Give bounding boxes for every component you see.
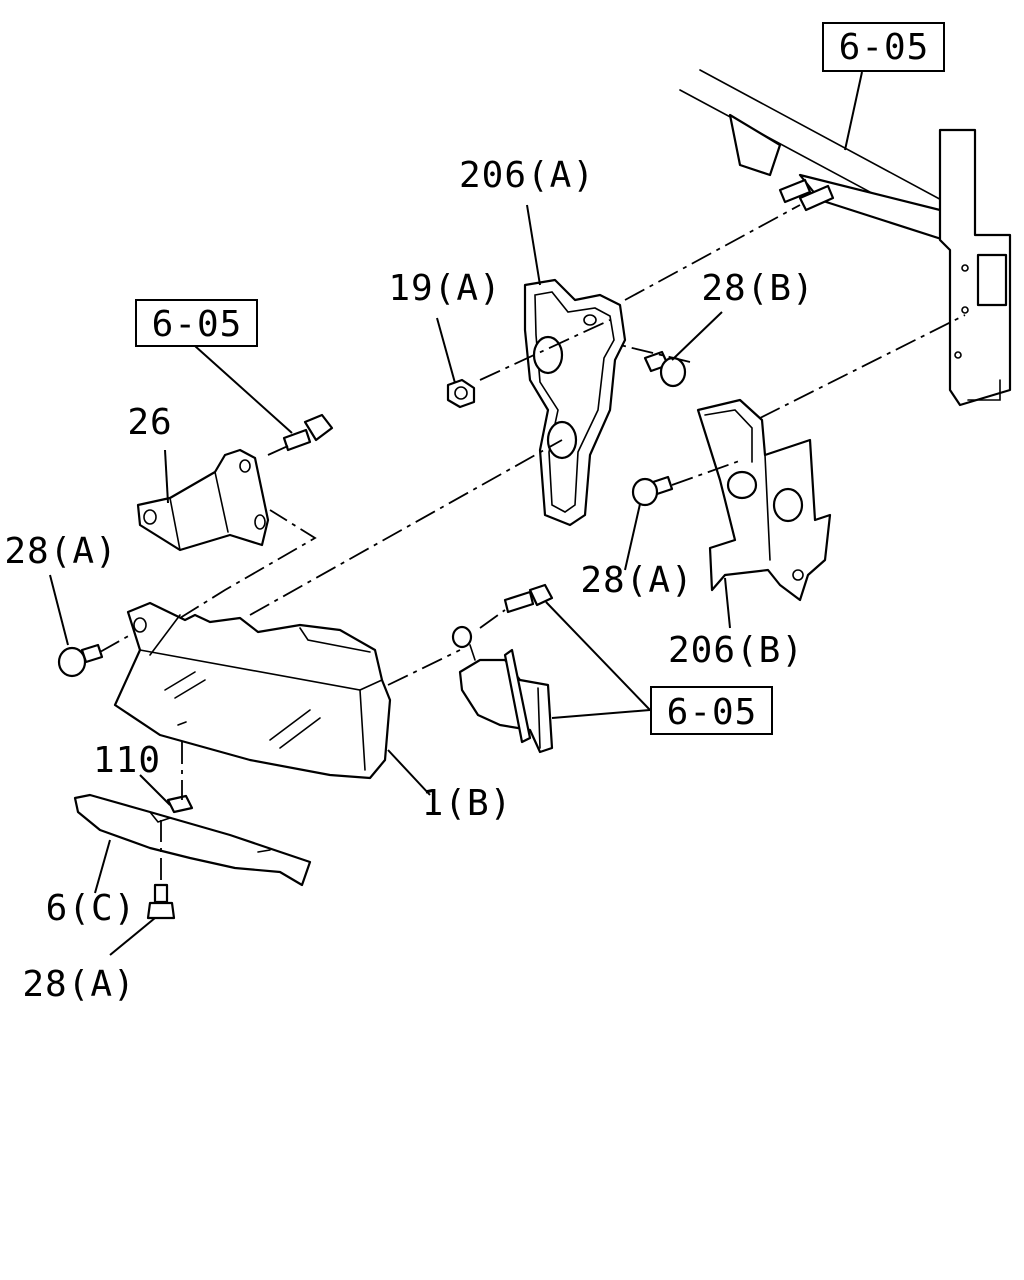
bracket-206a: [523, 278, 627, 527]
label-206a: 206(A): [459, 155, 595, 196]
clip-110: [166, 794, 194, 814]
bracket-26: [136, 448, 270, 552]
frame-rail: [679, 69, 1012, 407]
ref-label-top: 6-05: [839, 27, 930, 68]
label-26: 26: [127, 402, 172, 443]
bolt-28a-left: [57, 643, 104, 678]
ref-box-right[interactable]: 6-05: [650, 686, 773, 735]
bolt-28a-mid: [631, 475, 674, 507]
bolt-28a-bottom: [146, 883, 176, 920]
bracket-206b: [696, 398, 832, 602]
label-110: 110: [93, 740, 161, 781]
assembly-lines: [99, 204, 966, 885]
nut-19a: [446, 378, 476, 409]
bolt-bracket-26: [282, 413, 334, 452]
label-19a: 19(A): [388, 268, 501, 309]
label-28b: 28(B): [701, 268, 814, 309]
molding-6c: [73, 793, 312, 887]
label-1b: 1(B): [422, 783, 513, 824]
bolt-28b: [643, 350, 687, 388]
ref-box-top[interactable]: 6-05: [822, 22, 945, 72]
ref-label-left: 6-05: [152, 304, 243, 345]
label-206b: 206(B): [668, 630, 804, 671]
label-28a-left: 28(A): [4, 531, 117, 572]
adjuster-bracket: [451, 583, 554, 754]
leader-lines: [49, 71, 863, 956]
headlamp-1b: [113, 601, 392, 780]
ref-box-left[interactable]: 6-05: [135, 299, 258, 347]
label-28a-mid: 28(A): [580, 560, 693, 601]
ref-label-right: 6-05: [667, 692, 758, 733]
label-28a-bottom: 28(A): [22, 964, 135, 1005]
label-6c: 6(C): [46, 888, 137, 929]
